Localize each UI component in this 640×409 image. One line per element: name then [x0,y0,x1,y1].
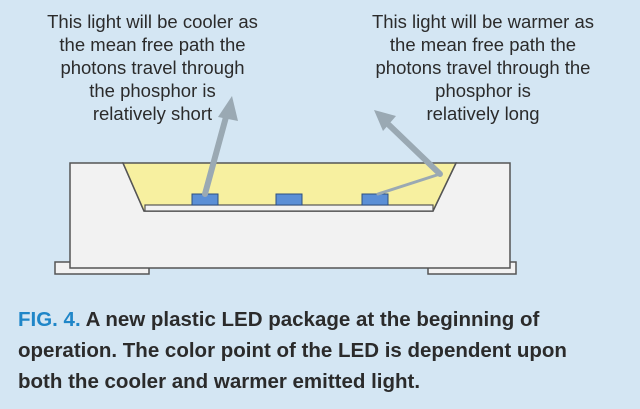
warmer-note-line-1: This light will be warmer as [371,11,595,32]
led-chip-2 [275,193,303,206]
arrow-long-head [374,110,396,131]
warmer-light-note: This light will be warmer as the mean fr… [338,10,628,125]
caption-line-1-text: A new plastic LED package at the beginni… [85,308,540,331]
warmer-note-line-5: relatively long [426,103,540,124]
figure-label: FIG. 4. [18,308,81,331]
reflector-plate [144,204,434,212]
cooler-note-line-3: photons travel through [60,57,245,78]
cooler-light-note: This light will be cooler as the mean fr… [20,10,285,125]
caption-line-2: operation. The color point of the LED is… [18,339,567,362]
cooler-note-line-1: This light will be cooler as [47,11,258,32]
cooler-note-line-2: the mean free path the [59,34,246,55]
warmer-note-line-3: photons travel through the [375,57,591,78]
cooler-note-line-5: relatively short [92,103,213,124]
cooler-note-line-4: the phosphor is [89,80,216,101]
led-chip-3 [361,193,389,206]
caption-line-1: FIG. 4. A new plastic LED package at the… [18,304,628,335]
ray-to-chip-3 [376,172,442,196]
arrow-long-path [386,122,443,177]
figure-caption: FIG. 4. A new plastic LED package at the… [18,304,628,397]
arrow-short-head [218,96,238,121]
arrow-short-path [202,114,229,197]
warmer-note-line-4: phosphor is [435,80,531,101]
warmer-note-line-2: the mean free path the [389,34,577,55]
caption-line-3: both the cooler and warmer emitted light… [18,370,421,393]
